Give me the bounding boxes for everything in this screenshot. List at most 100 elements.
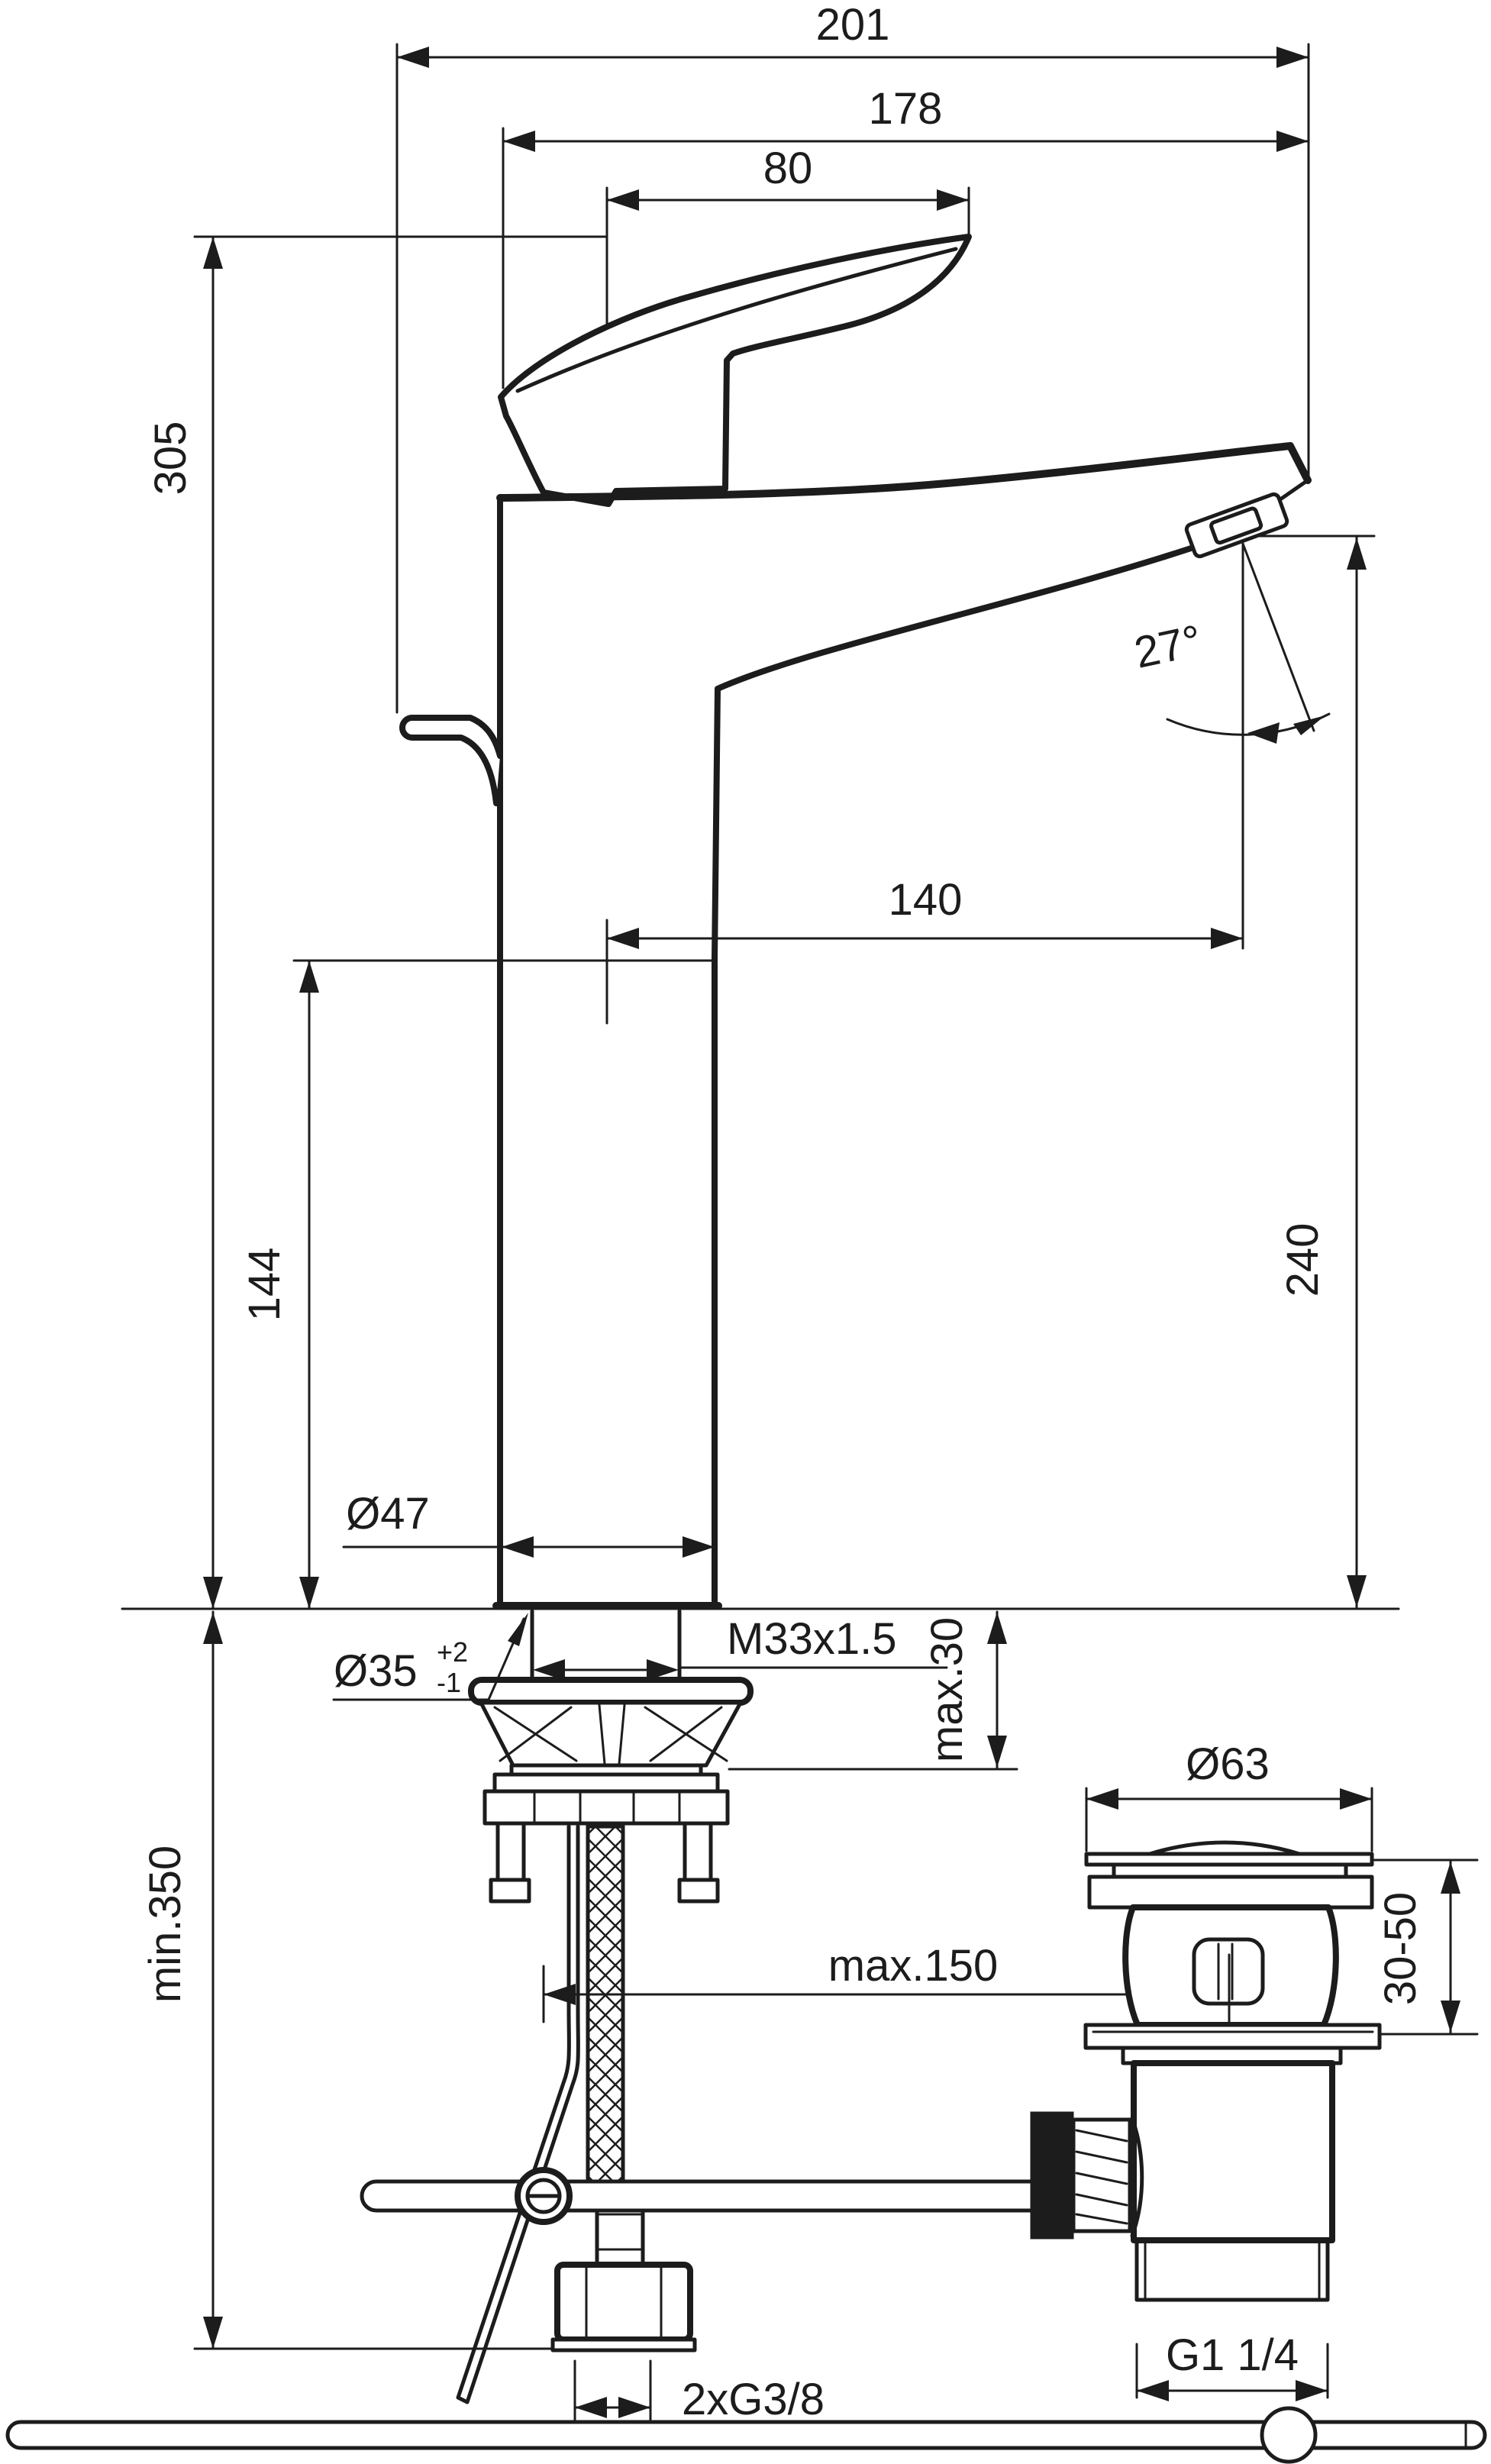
arrowhead-up-icon [987,1612,1007,1644]
arrowhead-up-icon [1347,538,1367,570]
tail-thread-inner-lines [1144,2239,1321,2301]
arrowhead-right-icon [1276,47,1309,68]
rod-boss-curve [1130,2116,1144,2238]
arrowhead-down-icon [203,2317,223,2349]
aerator-outlet [1184,492,1289,559]
hose-nut-g38 [554,2262,693,2343]
waste-seal-band [1087,1875,1374,1910]
waste-window-slots [1217,1942,1234,2001]
arrowhead-left-icon [1137,2380,1169,2401]
spout-underside-and-right-edge [712,545,1194,962]
arrowhead-up-icon [1441,1862,1460,1894]
arrowhead-left-icon [502,1536,534,1558]
angled-flow-line [1241,542,1315,732]
arrowhead-right-icon [1276,131,1309,152]
arrowhead-down-icon [1347,1575,1367,1607]
arrowhead-down-icon [203,1577,223,1609]
dimension-max30-deck-thickness: max.30 [728,1610,1018,1771]
dim-201-label: 201 [816,0,890,50]
arrowhead-up-icon [203,237,223,269]
arrowhead-left-icon [607,189,639,211]
arrowhead-up-icon [203,1612,223,1644]
dimension-201-overall-depth: 201 [395,0,1310,714]
aerator-insert [1209,506,1263,545]
dia63-label: Ø63 [1186,1739,1270,1789]
g38-label: 2xG3/8 [682,2375,825,2424]
handle-top-accent-line [515,247,958,393]
nut-collar [492,1772,720,1794]
max150-label: max.150 [828,1941,998,1991]
arc-arrowhead-left-icon [1247,722,1280,744]
pop-up-rod-diagonal [456,1824,580,2404]
braided-hose [586,1824,625,2185]
arrowhead-left-icon [533,1659,565,1681]
supply-hose [550,1824,697,2353]
tail-thread-outline [1134,2238,1330,2302]
body-and-spout-top-edge [496,442,1312,502]
dim-144-label: 144 [240,1248,289,1322]
arrowhead-right-icon [937,189,969,211]
mounting-hardware [468,1609,754,1904]
dim-80-label: 80 [763,144,813,193]
dimension-dia47-body: Ø47 [342,1489,716,1558]
arrowhead-right-icon [1211,928,1243,949]
g114-label: G1 1/4 [1166,2330,1299,2380]
max30-label: max.30 [922,1617,972,1762]
dimension-27deg-outlet-angle: 27° [1130,542,1331,950]
arrowhead-down-icon [987,1736,1007,1768]
arrowhead-left-icon [575,2397,607,2418]
label-dia35-hole: Ø35 +2 -1 [332,1613,528,1701]
arc-arrowhead-right-icon [1293,715,1325,735]
spreader-cone [479,1700,743,1768]
hose-nut-flange [550,2337,697,2353]
dim-dia47-label: Ø47 [346,1489,430,1539]
m33-label: M33x1.5 [727,1614,896,1664]
rod-shaft [5,2420,1487,2450]
arrowhead-left-icon [503,131,535,152]
arrowhead-up-icon [299,961,319,993]
hose-hex-grooves [595,2213,644,2251]
body-rear-hook [399,715,503,806]
dimension-2xg38-supply: 2xG3/8 [573,2359,825,2424]
stud-nut-right [677,1878,720,1904]
arrowhead-right-icon [618,2397,650,2418]
dim-min350-label: min.350 [140,1846,190,2003]
dimension-178-body-to-spout: 178 [502,84,1310,389]
faucet-body [399,234,1312,1610]
spreader-braces [493,1703,728,1765]
waste-tail-body [1131,2060,1335,2243]
pop-up-rod-horizontal-view [5,2406,1487,2464]
dia35-tol-minus: -1 [437,1667,461,1698]
angle-27-label: 27° [1130,615,1205,678]
dimension-144-lower-body-height: 144 [240,959,498,1610]
arrowhead-left-icon [544,1984,576,2005]
rod-lock-nut [1030,2111,1074,2240]
arrowhead-left-icon [397,47,429,68]
stud-nut-left [489,1878,531,1904]
mounting-nut-facets [533,1790,681,1825]
hose-nut-facets [585,2263,663,2341]
arrowhead-down-icon [299,1577,319,1609]
leader-arrowhead-icon [508,1613,528,1646]
dia35-label: Ø35 [334,1646,418,1696]
arrowhead-left-icon [1086,1788,1118,1810]
mounting-nut [482,1789,730,1826]
horizontal-rod [360,2179,1119,2213]
waste-flange [1084,1852,1374,1867]
arrowhead-left-icon [607,928,639,949]
dim-240-label: 240 [1278,1223,1328,1297]
pop-up-linkage [360,1824,1119,2404]
dimension-305-overall-height: 305 [146,235,608,1610]
horseshoe-washer [468,1677,754,1706]
arrowhead-right-icon [647,1659,679,1681]
arrowhead-right-icon [1340,1788,1372,1810]
dim-3050-label: 30-50 [1376,1892,1425,2005]
label-m33-thread: M33x1.5 [678,1614,948,1669]
dimension-140-center-to-outlet: 140 [605,875,1244,1025]
arrowhead-right-icon [1296,2380,1328,2401]
dimension-240-outlet-height: 240 [1254,534,1376,1609]
waste-clamp-flange [1083,2023,1382,2050]
dim-140-label: 140 [889,875,963,925]
